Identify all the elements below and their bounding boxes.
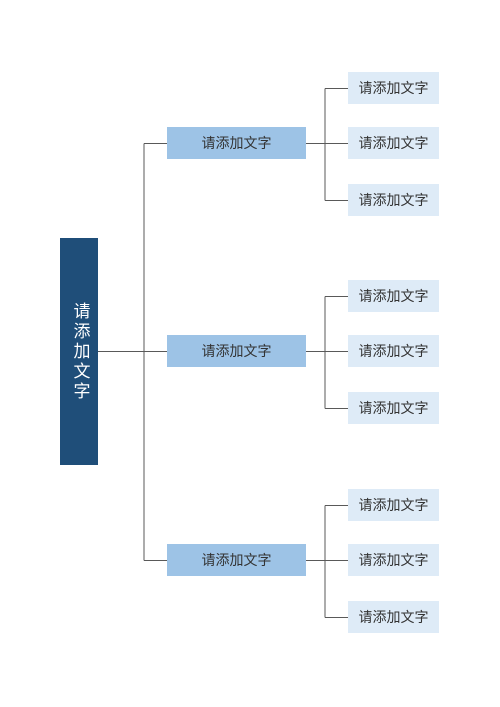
leaf-node-3-1[interactable]: 请添加文字 [348,489,439,521]
leaf-node-1-3[interactable]: 请添加文字 [348,184,439,216]
leaf-node-3-2[interactable]: 请添加文字 [348,544,439,576]
branch-node-1[interactable]: 请添加文字 [167,127,306,159]
branch-node-3[interactable]: 请添加文字 [167,544,306,576]
branch-node-2[interactable]: 请添加文字 [167,335,306,367]
leaf-node-2-3[interactable]: 请添加文字 [348,392,439,424]
root-node[interactable]: 请添加文字 [60,238,98,465]
leaf-node-2-2[interactable]: 请添加文字 [348,335,439,367]
leaf-node-2-1[interactable]: 请添加文字 [348,280,439,312]
root-node-label: 请添加文字 [69,301,90,402]
leaf-node-1-1[interactable]: 请添加文字 [348,72,439,104]
leaf-node-3-3[interactable]: 请添加文字 [348,601,439,633]
leaf-node-1-2[interactable]: 请添加文字 [348,127,439,159]
